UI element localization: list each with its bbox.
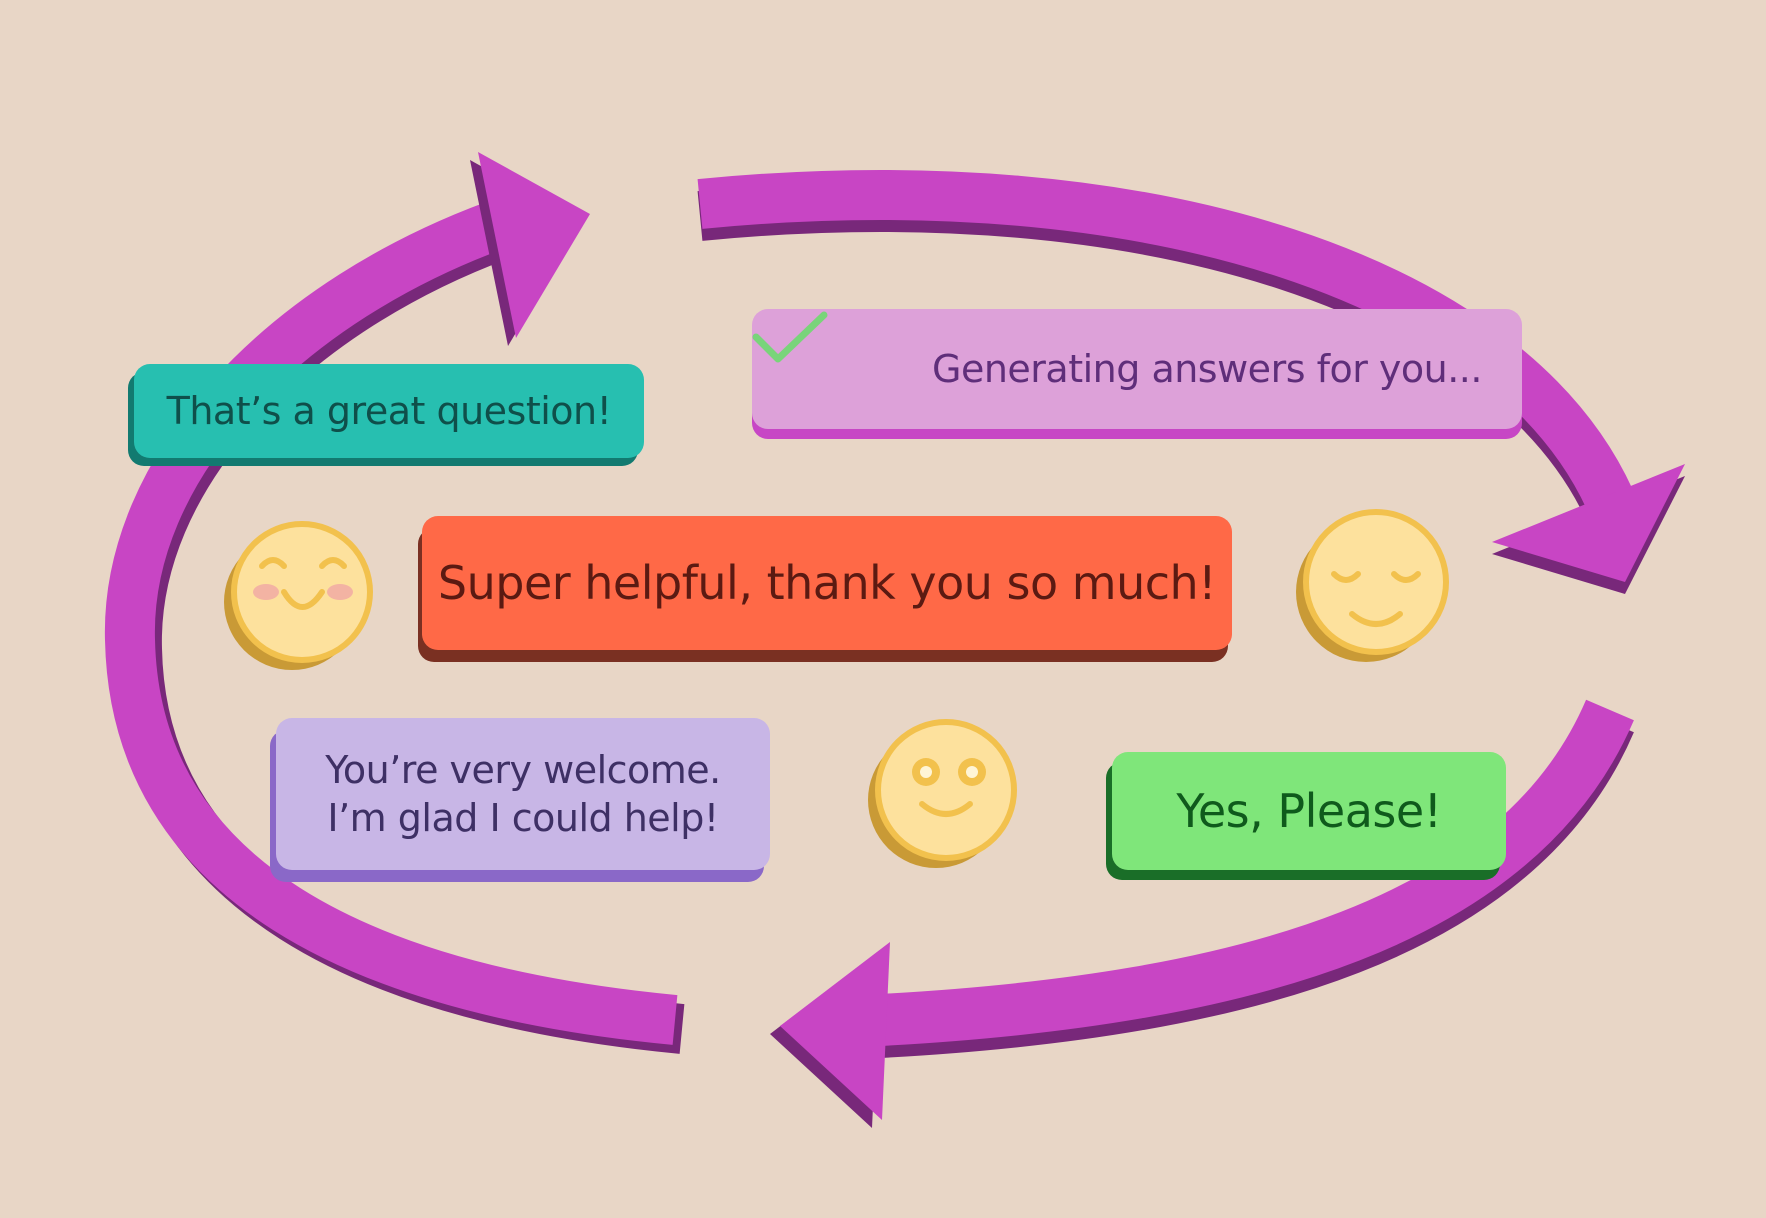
message-bubble-yes-please: Yes, Please! [1112,752,1506,870]
message-bubble-great-question: That’s a great question! [134,364,644,458]
message-bubble-generating: Generating answers for you... [752,309,1522,429]
happy-open-eyes-face-icon [868,719,1017,868]
bottom-arrow-icon [770,699,1634,1128]
message-bubble-super-helpful: Super helpful, thank you so much! [422,516,1232,650]
message-text: Super helpful, thank you so much! [437,556,1217,610]
content-closed-eyes-face-icon [1296,509,1449,662]
check-icon [752,311,828,363]
message-text-line-1: You’re very welcome. [325,748,721,792]
message-text: That’s a great question! [166,389,612,433]
message-text: Yes, Please! [1176,784,1442,838]
message-text: Generating answers for you... [932,347,1482,391]
message-bubble-welcome: You’re very welcome. I’m glad I could he… [276,718,770,870]
top-right-arrow-icon [697,170,1685,594]
message-text-line-2: I’m glad I could help! [327,796,719,840]
top-left-arrow-icon [104,152,685,1054]
blushing-smile-face-icon [224,521,373,670]
